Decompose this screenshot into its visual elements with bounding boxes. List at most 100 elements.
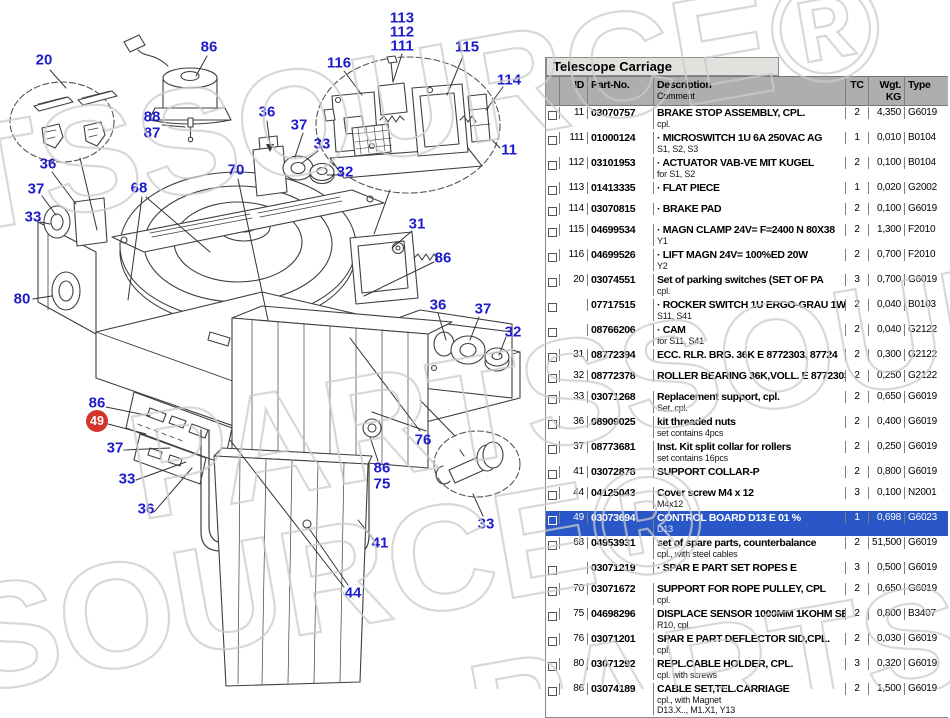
callout-31: 31: [408, 215, 426, 233]
table-row[interactable]: 80 03071292 REPL.CABLE HOLDER, CPL. cpl.…: [546, 657, 948, 682]
cell-wgt-kg: 0,040: [868, 299, 904, 311]
row-checkbox[interactable]: [548, 278, 557, 287]
row-checkbox[interactable]: [548, 253, 557, 262]
table-row[interactable]: 41 03072878 SUPPORT COLLAR-P 2 0,800 G60…: [546, 465, 948, 486]
table-row[interactable]: 115 04699534 · MAGN CLAMP 24V= F=2400 N …: [546, 223, 948, 248]
cell-part-no: 03101953: [587, 157, 653, 169]
callout-36: 36: [429, 296, 447, 314]
callout-33: 33: [118, 470, 136, 488]
row-checkbox[interactable]: [548, 612, 557, 621]
column-header-part-no: Part-No.: [587, 77, 653, 105]
cell-id: 41: [559, 466, 587, 478]
table-row[interactable]: 11 03070757 BRAKE STOP ASSEMBLY, CPL. cp…: [546, 106, 948, 131]
table-row[interactable]: 03071219 · SPAR E PART SET ROPES E 3 0,5…: [546, 561, 948, 582]
cell-tc: 2: [845, 391, 868, 403]
row-checkbox[interactable]: [548, 637, 557, 646]
callout-80: 80: [13, 290, 31, 308]
cell-type: G6019: [904, 583, 948, 595]
cell-id: 44: [559, 487, 587, 499]
cell-comment-line: cpl.: [657, 119, 671, 129]
cell-tc: 2: [845, 299, 868, 311]
row-checkbox[interactable]: [548, 228, 557, 237]
cell-type: G6019: [904, 466, 948, 478]
table-row[interactable]: 07717515 · ROCKER SWITCH 1U ERGO-GRAU 1W…: [546, 298, 948, 323]
cell-tc: 1: [845, 132, 868, 144]
row-checkbox[interactable]: [548, 207, 557, 216]
screw-detail: [433, 430, 521, 498]
table-row[interactable]: 76 03071201 SPAR E PART DEFLECTOR SID,CP…: [546, 632, 948, 657]
cell-description: · LIFT MAGN 24V= 100%ED 20W Y2: [653, 249, 845, 271]
table-row[interactable]: 36 08909025 kit threaded nuts set contai…: [546, 415, 948, 440]
row-checkbox[interactable]: [548, 303, 557, 312]
cell-description: BRAKE STOP ASSEMBLY, CPL. cpl.: [653, 107, 845, 129]
cell-part-no: 03074189: [587, 683, 653, 695]
table-row[interactable]: 116 04699526 · LIFT MAGN 24V= 100%ED 20W…: [546, 248, 948, 273]
callout-32: 32: [504, 323, 522, 341]
cell-description: SPAR E PART DEFLECTOR SID,CPL. cpl.: [653, 633, 845, 655]
row-checkbox[interactable]: [548, 186, 557, 195]
table-row[interactable]: 44 04125043 Cover screw M4 x 12 M4x12 3 …: [546, 486, 948, 511]
row-checkbox[interactable]: [548, 516, 557, 525]
callout-36: 36: [258, 103, 276, 121]
parking-switch-detail: [9, 81, 118, 163]
cell-comment-line: Y1: [657, 236, 668, 246]
cell-description: · MICROSWITCH 1U 6A 250VAC AG S1, S2, S3: [653, 132, 845, 154]
cell-type: B0103: [904, 299, 948, 311]
cell-tc: 2: [845, 370, 868, 382]
cell-tc: 2: [845, 583, 868, 595]
cell-part-no: 01413335: [587, 182, 653, 194]
cell-type: G2002: [904, 182, 948, 194]
cell-tc: 2: [845, 416, 868, 428]
row-checkbox[interactable]: [548, 111, 557, 120]
row-checkbox[interactable]: [548, 136, 557, 145]
table-row[interactable]: 68 04953931 set of spare parts, counterb…: [546, 536, 948, 561]
row-checkbox[interactable]: [548, 374, 557, 383]
cell-part-no: 04125043: [587, 487, 653, 499]
row-checkbox[interactable]: [548, 541, 557, 550]
cell-id: 11: [559, 107, 587, 119]
row-checkbox[interactable]: [548, 420, 557, 429]
table-header: ID Part-No. Description Comment TC Wgt. …: [546, 76, 948, 106]
cell-comment-line: D13.X.., M1.X1, Y13: [657, 705, 736, 715]
cell-tc: 2: [845, 633, 868, 645]
table-row[interactable]: 86 03074189 CABLE SET,TEL.CARRIAGE cpl.,…: [546, 682, 948, 717]
cell-id: 111: [559, 132, 587, 144]
row-checkbox[interactable]: [548, 445, 557, 454]
row-checkbox[interactable]: [548, 566, 557, 575]
callout-112: 112: [389, 23, 415, 41]
callout-33: 33: [313, 135, 331, 153]
row-checkbox[interactable]: [548, 395, 557, 404]
row-checkbox[interactable]: [548, 687, 557, 696]
table-row[interactable]: 20 03074551 Set of parking switches (SET…: [546, 273, 948, 298]
cell-part-no: 08909025: [587, 416, 653, 428]
table-row[interactable]: 37 08773681 Inst. Kit split collar for r…: [546, 440, 948, 465]
table-row[interactable]: 33 03071268 Replacement support, cpl. Se…: [546, 390, 948, 415]
table-row[interactable]: 70 03071672 SUPPORT FOR ROPE PULLEY, CPL…: [546, 582, 948, 607]
cell-part-no: 03071292: [587, 658, 653, 670]
table-row[interactable]: 111 01000124 · MICROSWITCH 1U 6A 250VAC …: [546, 131, 948, 156]
cell-wgt-kg: 51,500: [868, 537, 904, 549]
row-checkbox[interactable]: [548, 353, 557, 362]
cell-wgt-kg: 0,030: [868, 633, 904, 645]
cell-comment-line: Y2: [657, 261, 668, 271]
table-row[interactable]: 32 08772378 ROLLER BEARING 36K,VOLL. E 8…: [546, 369, 948, 390]
row-checkbox[interactable]: [548, 328, 557, 337]
table-row[interactable]: 49 03073694 CONTROL BOARD D13 E 01 % D13…: [546, 511, 948, 536]
cell-id: 80: [559, 658, 587, 670]
row-checkbox[interactable]: [548, 491, 557, 500]
column-header-description: Description Comment: [653, 77, 845, 105]
table-row[interactable]: 75 04698296 DISPLACE SENSOR 1000MM 1KOHM…: [546, 607, 948, 632]
cell-type: B3407: [904, 608, 948, 620]
table-row[interactable]: 113 01413335 · FLAT PIECE 1 0,020 G2002: [546, 181, 948, 202]
table-row[interactable]: 31 08772394 ECC. RLR. BRG. 36K E 8772303…: [546, 348, 948, 369]
cell-description: · BRAKE PAD: [653, 203, 845, 215]
row-checkbox[interactable]: [548, 587, 557, 596]
row-checkbox[interactable]: [548, 662, 557, 671]
table-row[interactable]: 114 03070815 · BRAKE PAD 2 0,100 G6019: [546, 202, 948, 223]
table-row[interactable]: 08766206 · CAM for S11, S41 2 0,040 G212…: [546, 323, 948, 348]
cell-comment-line: for S1, S2: [657, 169, 696, 179]
row-checkbox[interactable]: [548, 470, 557, 479]
table-row[interactable]: 112 03101953 · ACTUATOR VAB-VE MIT KUGEL…: [546, 156, 948, 181]
row-checkbox[interactable]: [548, 161, 557, 170]
kg-label: KG: [885, 91, 901, 103]
